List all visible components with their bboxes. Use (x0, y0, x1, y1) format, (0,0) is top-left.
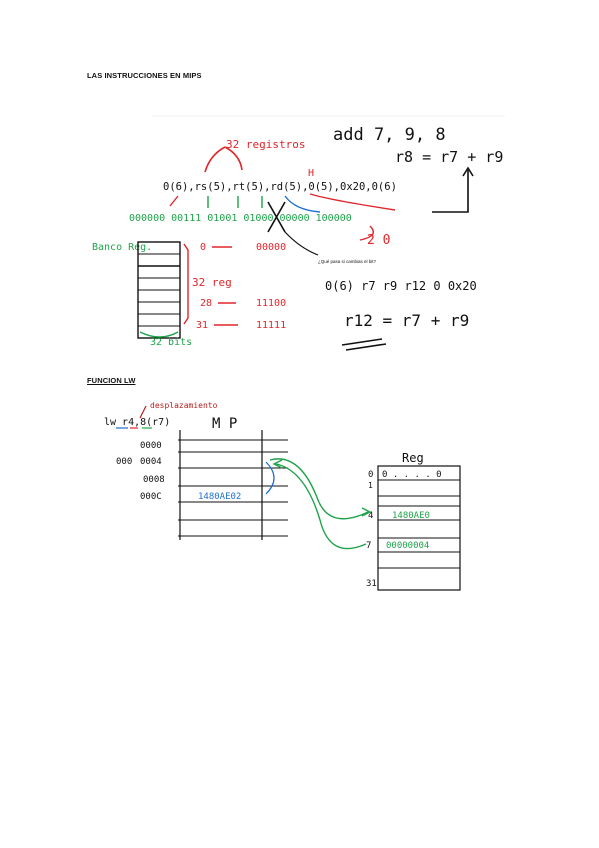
h-mark: H (308, 168, 314, 179)
row0-label: 0 (200, 242, 206, 253)
addr-0000: 0000 (140, 441, 162, 451)
mp-label: M P (212, 416, 237, 432)
reg31-label: 31 (366, 579, 377, 589)
memory-value: 1480AE02 (198, 492, 241, 502)
arrow-reg7-to-mem (275, 463, 367, 550)
reg0-label: 0 (368, 470, 373, 480)
addr-0008: 0008 (143, 475, 165, 485)
reg-table (377, 465, 461, 591)
reg0-value: 0 . . . . 0 (382, 470, 442, 480)
r12-equation: r12 = r7 + r9 (344, 311, 469, 330)
row0-value: 00000 (256, 242, 286, 253)
row28-label: 28 (200, 298, 212, 309)
red-curve (359, 225, 374, 241)
add-instruction: add 7, 9, 8 (333, 125, 446, 145)
reg4-label: 4 (368, 511, 373, 521)
row28-value: 11100 (256, 298, 286, 309)
arrow-field-6 (309, 193, 396, 211)
bracket-32reg (183, 243, 189, 325)
desplazamiento-label: desplazamiento (150, 401, 218, 410)
arrow-up-black (432, 170, 469, 213)
r8-equation: r8 = r7 + r9 (395, 148, 503, 166)
arrow-head-black (462, 166, 474, 177)
reg1-label: 1 (368, 481, 373, 490)
lw-instruction: lw r4,8(r7) (104, 417, 170, 428)
heading-lw: FUNCION LW (87, 376, 136, 385)
bits32-label: 32 bits (150, 337, 192, 348)
arrow-mem-to-reg4 (269, 458, 369, 520)
binary-encoding: 000000 00111 01001 01000 00000 100000 (129, 213, 352, 224)
arrow-registros-a (204, 146, 226, 173)
reg7-value: 00000004 (386, 541, 429, 551)
arrow-registros-b (224, 146, 243, 171)
addr-prefix: 000 (116, 457, 132, 467)
row31-value: 11111 (256, 320, 286, 331)
registros-label: 32 registros (226, 138, 305, 151)
reg7-label: 7 (366, 541, 371, 551)
addr-0004: 0004 (140, 457, 162, 467)
format-line: 0(6),rs(5),rt(5),rd(5),0(5),0x20,0(6) (163, 181, 397, 193)
reg32-label: 32 reg (192, 276, 232, 289)
arrow-question (284, 231, 319, 256)
two-zero: 2 0 (367, 233, 390, 248)
heading-mips: LAS INSTRUCCIONES EN MIPS (87, 71, 202, 80)
reg-title: Reg (402, 451, 424, 465)
instr-line: 0(6) r7 r9 r12 0 0x20 (325, 279, 477, 293)
arrow-field-1 (169, 195, 179, 207)
row31-label: 31 (196, 320, 208, 331)
arrow-field-5 (284, 195, 321, 213)
addr-000c: 000C (140, 492, 162, 502)
reg4-value: 1480AE0 (392, 511, 430, 521)
question-note: ¿Qué pasa si cambias el bit? (318, 259, 377, 264)
banco-label: Banco Reg. (92, 242, 152, 253)
cross-mark-b (267, 201, 286, 233)
